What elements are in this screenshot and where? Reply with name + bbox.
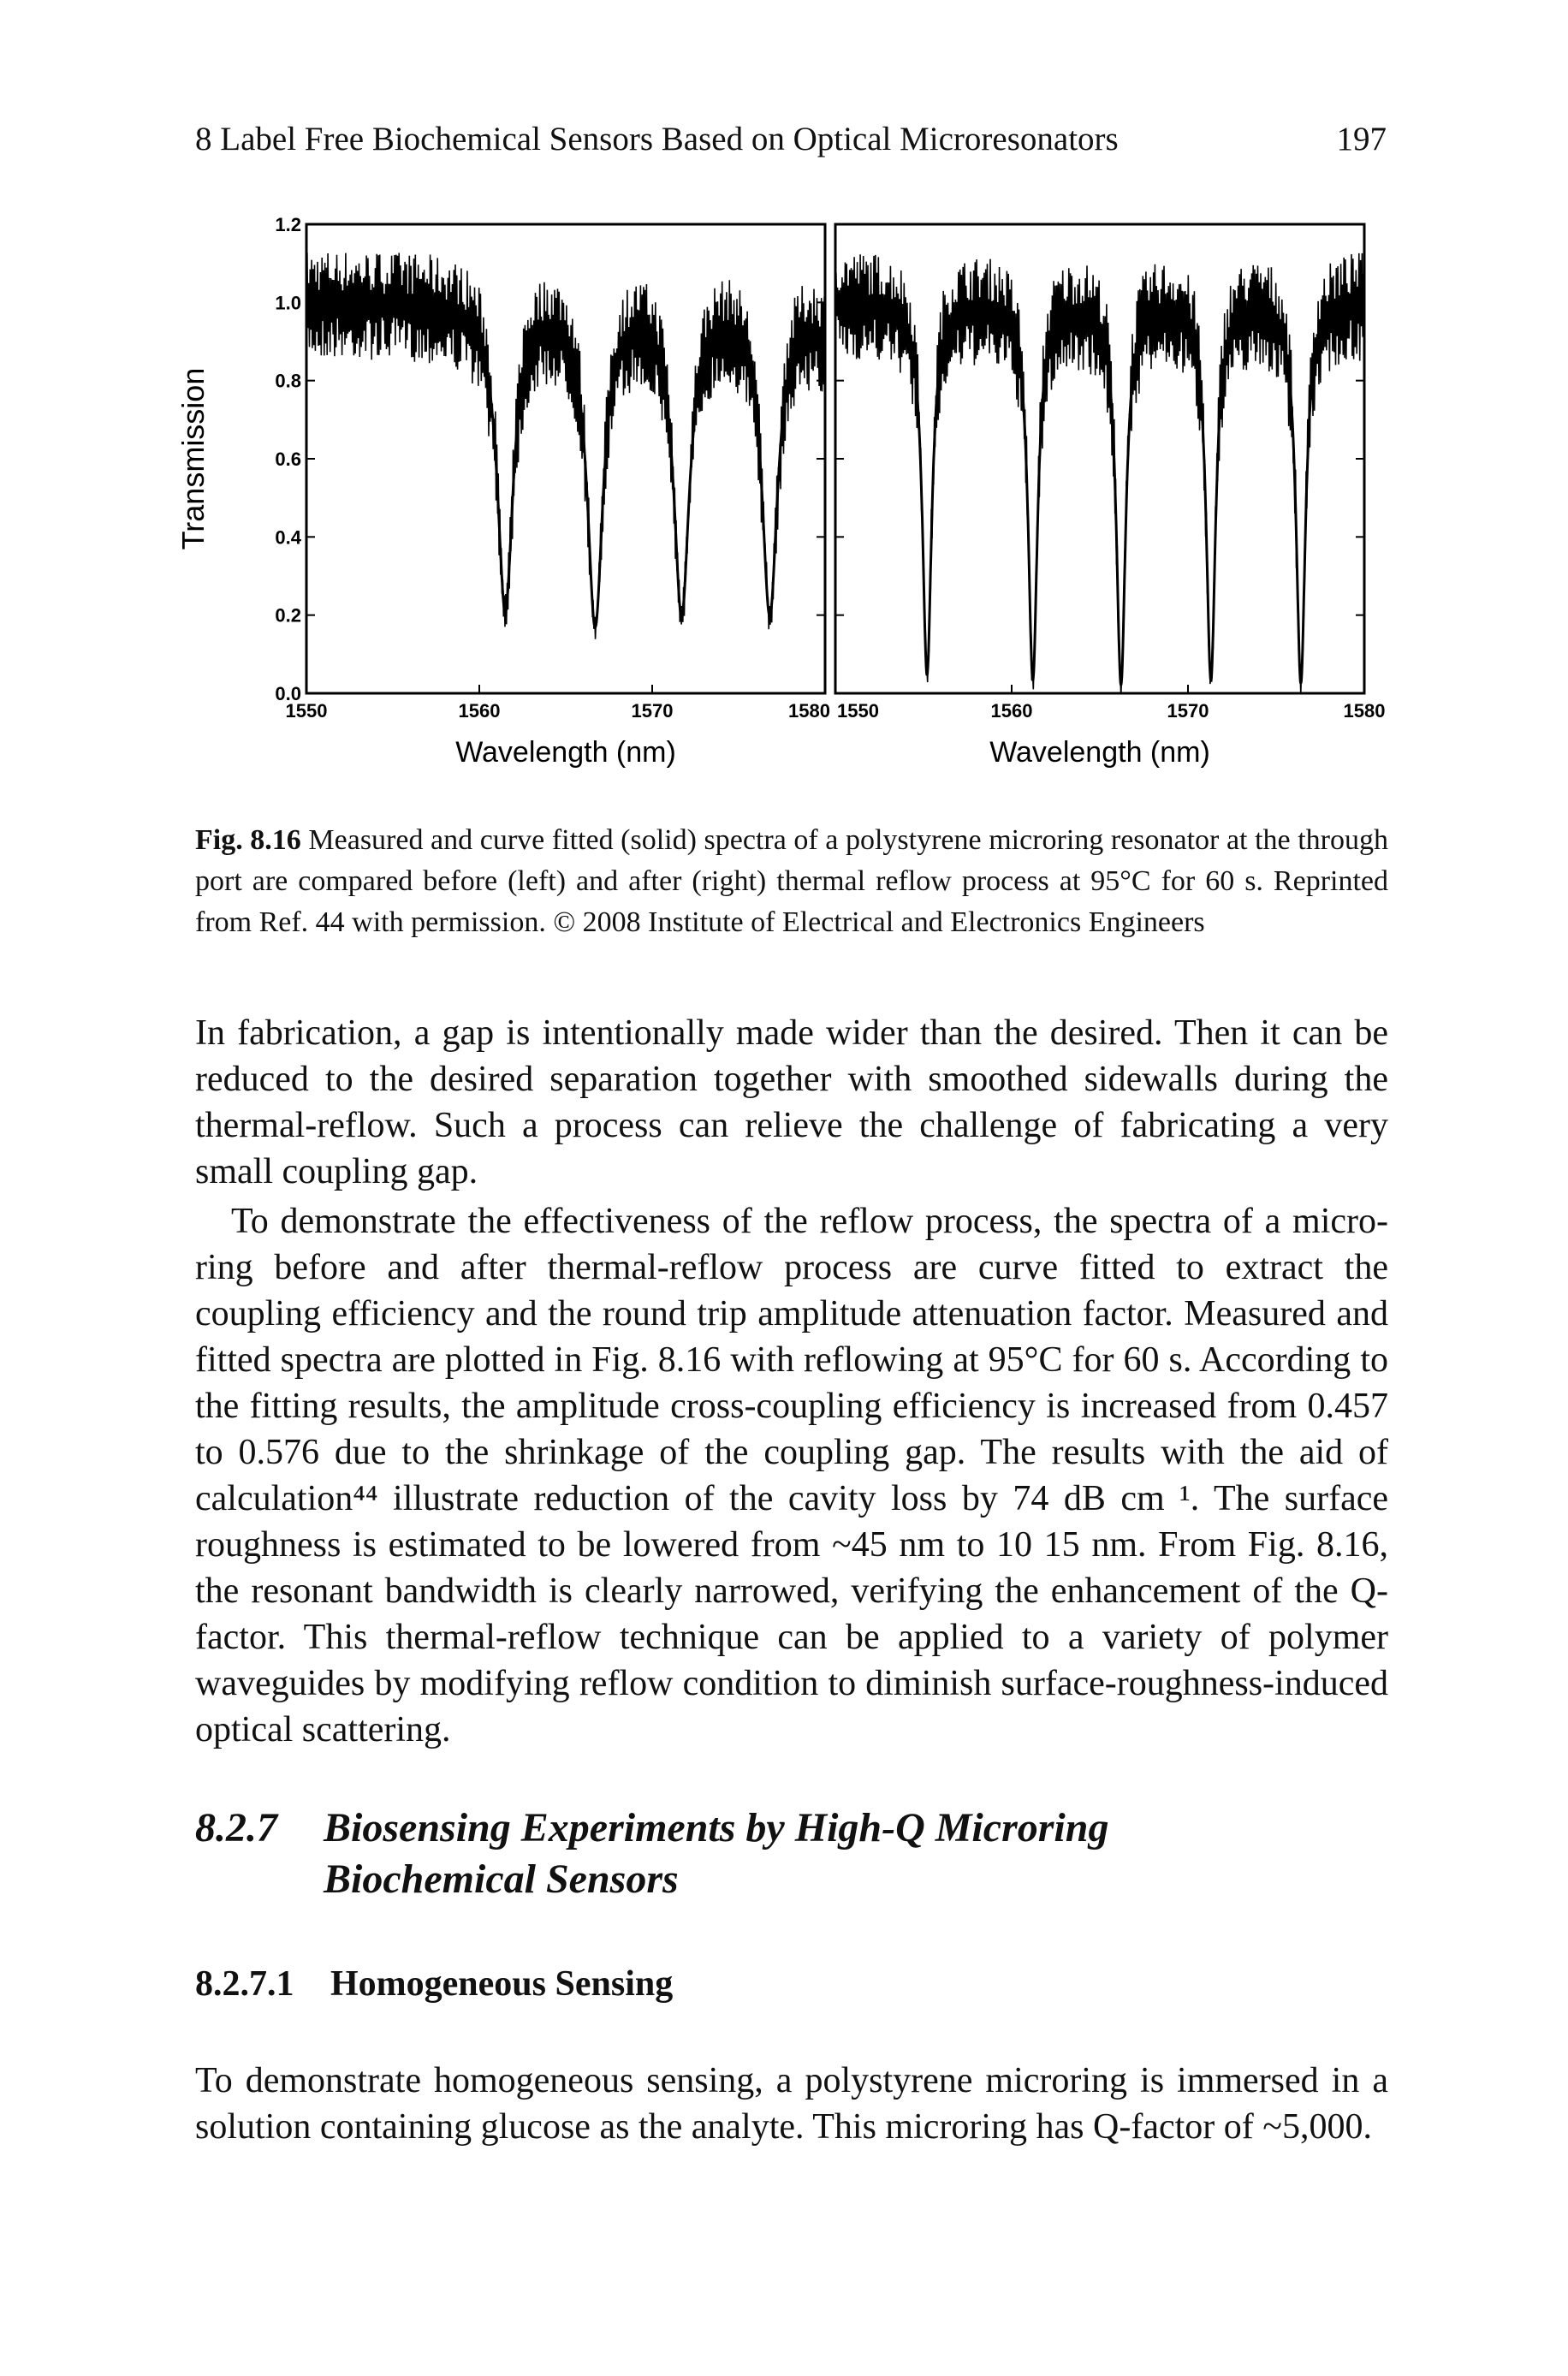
x-tick-label: 1550: [837, 700, 879, 722]
paragraph-2: To demonstrate the effectiveness of the …: [195, 1202, 1388, 1749]
x-tick-label: 1550: [286, 700, 328, 722]
running-head-title: 8 Label Free Biochemical Sensors Based o…: [195, 121, 1119, 157]
running-head: 8 Label Free Biochemical Sensors Based o…: [195, 120, 1387, 158]
spectra-figure: 1550 1560 1570 1580 0.0 0.2 0.4 0.6 0.8 1.0 1.2Wav…: [175, 214, 1386, 769]
measured-curve: [835, 252, 1364, 693]
section-title-line2: Biochemical Sensors: [324, 1856, 679, 1902]
resonance-dip-4: [1209, 676, 1213, 680]
subsection-title: Homogeneous Sensing: [330, 1964, 674, 2004]
measured-curve: [306, 252, 825, 639]
paragraph-1: In fabrication, a gap is intentionally m…: [195, 1013, 1388, 1191]
resonance-dip-2: [593, 617, 597, 621]
x-axis-label: Wavelength (nm): [455, 736, 676, 769]
x-tick-label: 1570: [1167, 700, 1209, 722]
y-tick-label: 1.2: [275, 214, 301, 235]
resonance-dip-4: [768, 606, 771, 609]
y-tick-label: 0.0: [275, 683, 301, 704]
resonance-dip-3: [680, 606, 683, 609]
caption-label: Fig. 8.16: [195, 824, 301, 856]
subsection-heading: 8.2.7.1 Homogeneous Sensing: [195, 1963, 673, 2005]
y-tick-label: 0.6: [275, 448, 301, 470]
y-tick-label: 0.8: [275, 371, 301, 392]
x-tick-label: 1580: [788, 700, 830, 722]
caption-text: Measured and curve fitted (solid) spectr…: [195, 824, 1388, 938]
resonance-dip-1: [503, 606, 507, 609]
left-panel: 1550 1560 1570 1580 0.0 0.2 0.4 0.6 0.8 1.0 1.2Wav…: [175, 214, 830, 769]
x-tick-label: 1570: [632, 700, 674, 722]
x-tick-label: 1560: [991, 700, 1033, 722]
resonance-dip-2: [1031, 676, 1035, 680]
resonance-dip-5: [1299, 680, 1303, 683]
paragraph-3: To demonstrate homogeneous sensing, a po…: [195, 2061, 1388, 2147]
y-axis-label: Transmission: [175, 368, 211, 550]
figure-caption: Fig. 8.16 Measured and curve fitted (sol…: [195, 820, 1388, 943]
section-title-line1: Biosensing Experiments by High-Q Microri…: [324, 1805, 1109, 1850]
y-tick-label: 1.0: [275, 292, 301, 313]
resonance-dip-3: [1120, 680, 1123, 683]
y-tick-label: 0.2: [275, 605, 301, 627]
x-axis-label: Wavelength (nm): [989, 736, 1210, 769]
section-number: 8.2.7: [195, 1805, 277, 1850]
x-tick-label: 1580: [1344, 700, 1386, 722]
page-number: 197: [1336, 121, 1387, 157]
x-tick-label: 1560: [459, 700, 501, 722]
subsection-number: 8.2.7.1: [195, 1964, 294, 2004]
section-heading: 8.2.7 Biosensing Experiments by High-Q Mi…: [195, 1803, 1108, 1905]
y-tick-label: 0.4: [275, 526, 301, 548]
resonance-dip-1: [925, 672, 929, 675]
